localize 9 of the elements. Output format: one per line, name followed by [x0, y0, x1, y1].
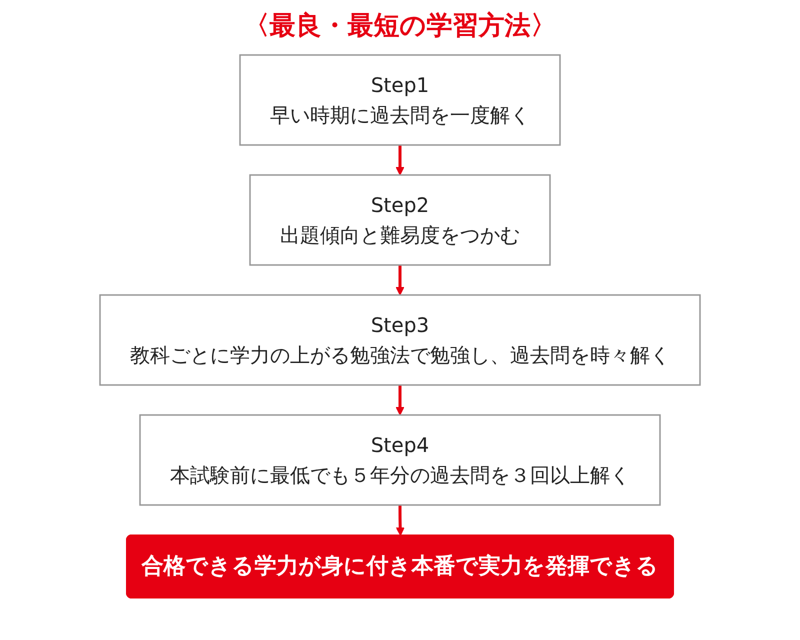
- node-box: Step3 教科ごとに学力の上がる勉強法で勉強し、過去問を時々解く: [99, 294, 701, 386]
- arrow: [396, 145, 404, 176]
- node-box: Step4 本試験前に最低でも５年分の過去問を３回以上解く: [139, 414, 661, 506]
- arrow: [396, 505, 405, 536]
- diagram-title: 〈最良・最短の学習方法〉: [242, 10, 558, 43]
- arrow: [396, 385, 404, 416]
- node-box: Step1 早い時期に過去問を一度解く: [239, 54, 561, 146]
- arrow: [396, 265, 404, 296]
- node-box: Step2 出題傾向と難易度をつかむ: [249, 174, 551, 266]
